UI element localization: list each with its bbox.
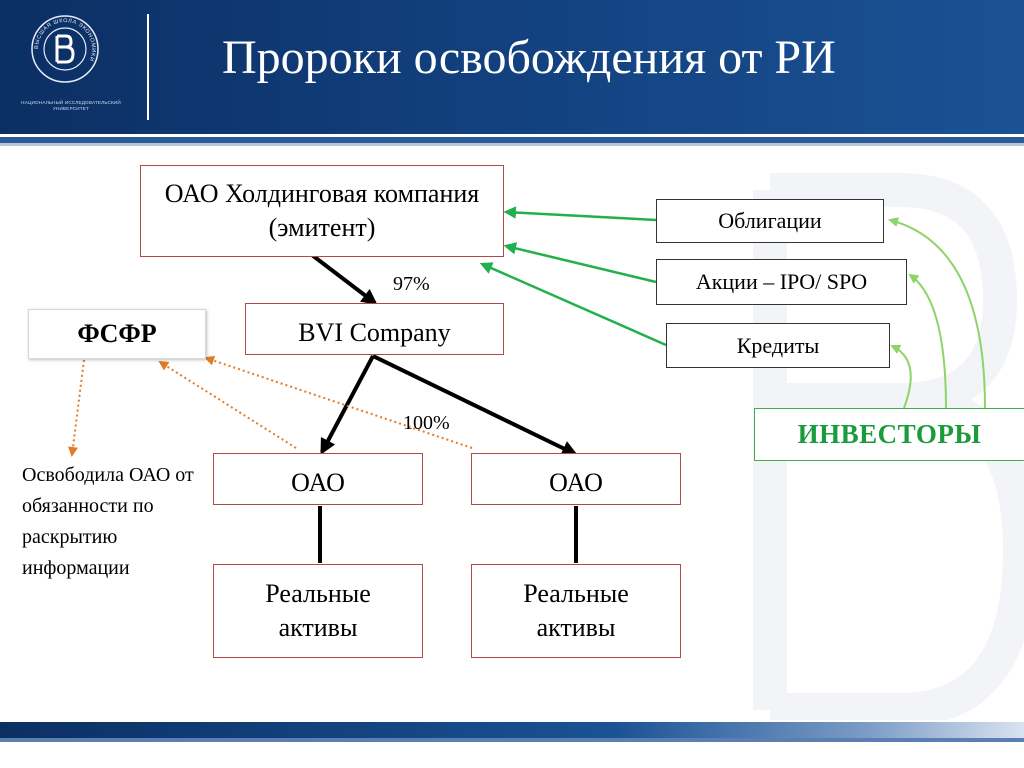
header-bar [0, 0, 1024, 134]
bvi-company-label: BVI Company [298, 318, 451, 347]
shares-arrow [503, 242, 657, 284]
bonds-arrow [503, 206, 657, 222]
university-logo-icon: ВЫСШАЯ ШКОЛА ЭКОНОМИКИ [31, 15, 99, 83]
header-rule [0, 134, 1024, 146]
page-title: Пророки освобождения от РИ [222, 31, 836, 84]
bvi-company-box: BVI Company [245, 303, 504, 355]
share-100-label: 100% [403, 412, 450, 434]
oao-left-box: ОАО [213, 453, 423, 505]
oao-right-label: ОАО [549, 468, 603, 497]
fsfr-label: ФСФР [77, 319, 157, 348]
shares-box: Акции – IPO/ SPO [656, 259, 907, 305]
holding-to-bvi-arrow [310, 253, 378, 305]
credits-label: Кредиты [736, 332, 820, 358]
exemption-note: Освободила ОАО от обязанности по раскрыт… [22, 464, 194, 579]
oao-left-to-fsfr-arrow [158, 360, 297, 449]
bonds-label: Облигации [718, 208, 822, 233]
investors-box: ИНВЕСТОРЫ [754, 408, 1024, 461]
header-divider [147, 14, 149, 120]
holding-company-label: ОАО Холдинговая компания (эмитент) [164, 179, 480, 242]
logo-caption: НАЦИОНАЛЬНЫЙ ИССЛЕДОВАТЕЛЬСКИЙ УНИВЕРСИТ… [21, 100, 121, 111]
investors-to-shares-arrow [908, 273, 947, 409]
bvi-to-oao-right-arrow [372, 354, 578, 456]
bonds-box: Облигации [656, 199, 884, 243]
share-97-label: 97% [393, 273, 430, 295]
fsfr-to-note-arrow [68, 359, 85, 457]
assets-left-label: Реальные активы [265, 579, 371, 642]
oao-right-to-fsfr-arrow [204, 355, 473, 449]
holding-company-box: ОАО Холдинговая компания (эмитент) [140, 165, 504, 257]
investors-to-credits-arrow [890, 344, 912, 409]
fsfr-box: ФСФР [28, 309, 206, 359]
investors-to-bonds-arrow [888, 217, 986, 409]
bvi-to-oao-left-arrow [320, 355, 375, 455]
oao-right-box: ОАО [471, 453, 681, 505]
shares-label: Акции – IPO/ SPO [695, 269, 868, 294]
credits-box: Кредиты [666, 323, 890, 368]
investors-label: ИНВЕСТОРЫ [797, 419, 982, 449]
oao-left-label: ОАО [291, 468, 345, 497]
footer-bar [0, 722, 1024, 742]
assets-right-label: Реальные активы [523, 579, 629, 642]
credits-arrow [479, 262, 667, 347]
assets-right-box: Реальные активы [471, 564, 681, 658]
assets-left-box: Реальные активы [213, 564, 423, 658]
